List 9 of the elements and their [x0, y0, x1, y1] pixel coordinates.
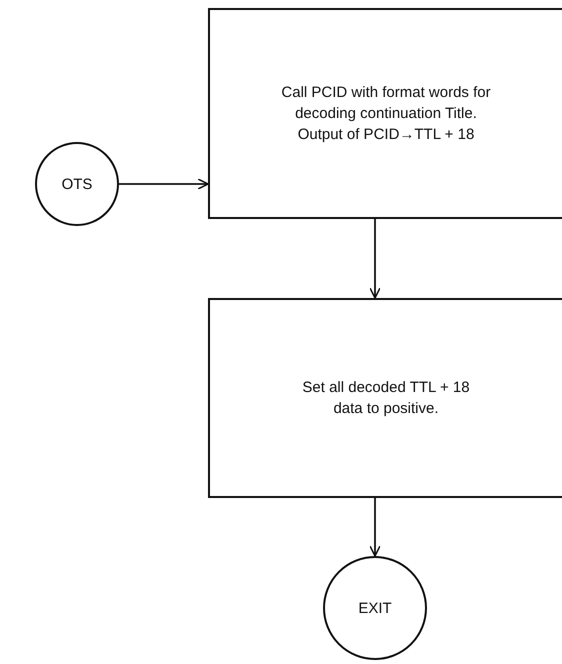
terminal-label: OTS: [62, 174, 92, 194]
process-box: [208, 298, 562, 498]
terminal-label: EXIT: [358, 598, 392, 618]
process-box: [208, 8, 562, 219]
arrow: [369, 498, 381, 557]
arrow: [119, 178, 209, 190]
process-text: Call PCID with format words for decoding continuation Title. Output of PCID→TTL + 18: [280, 83, 492, 145]
arrow: [369, 219, 381, 299]
process-text: Set all decoded TTL + 18 data to positive.: [301, 378, 471, 419]
